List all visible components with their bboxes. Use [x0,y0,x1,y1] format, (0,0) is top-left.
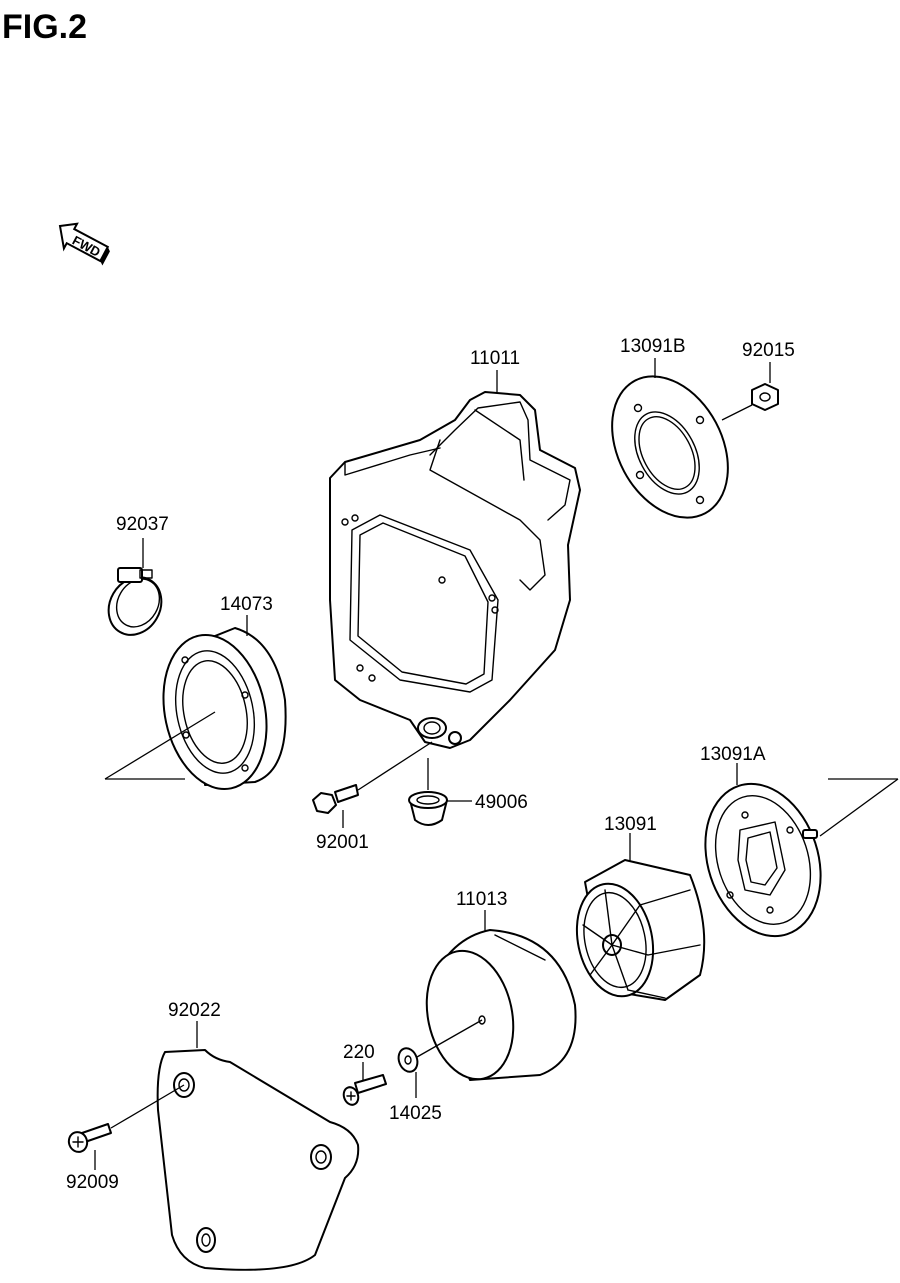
air-cleaner-case [329,391,581,749]
fwd-label: FWD [70,233,103,260]
label-92037: 92037 [116,514,169,535]
label-14073: 14073 [220,594,273,615]
clamp [107,567,163,636]
filter-element [425,929,577,1081]
label-14025: 92022 [168,1000,221,1021]
label-13091: 13091 [604,814,657,835]
bolt [312,784,359,814]
cover [156,1049,360,1271]
plate-b [611,375,729,519]
washer [397,1047,419,1073]
figure-title: FIG.2 [2,8,87,46]
label-49006: 49006 [475,792,528,813]
label-92015: 92015 [742,340,795,361]
label-220: 220 [343,1042,375,1063]
fwd-arrow-icon: FWD [58,222,110,266]
label-92001: 92001 [316,832,369,853]
label-13091B: 13091B [620,336,686,357]
screw [342,1074,387,1106]
nut [751,383,779,411]
label-92022: 14025 [389,1103,442,1124]
screw-cover [67,1123,112,1153]
cap [408,791,448,826]
label-11013: 11013 [456,889,507,910]
label-11011: 11011 [470,348,520,369]
label-13091A: 13091A [700,744,766,765]
plate-a [704,782,822,938]
label-92009: 92009 [66,1172,119,1193]
filter-holder [575,859,706,1001]
duct [162,627,287,791]
